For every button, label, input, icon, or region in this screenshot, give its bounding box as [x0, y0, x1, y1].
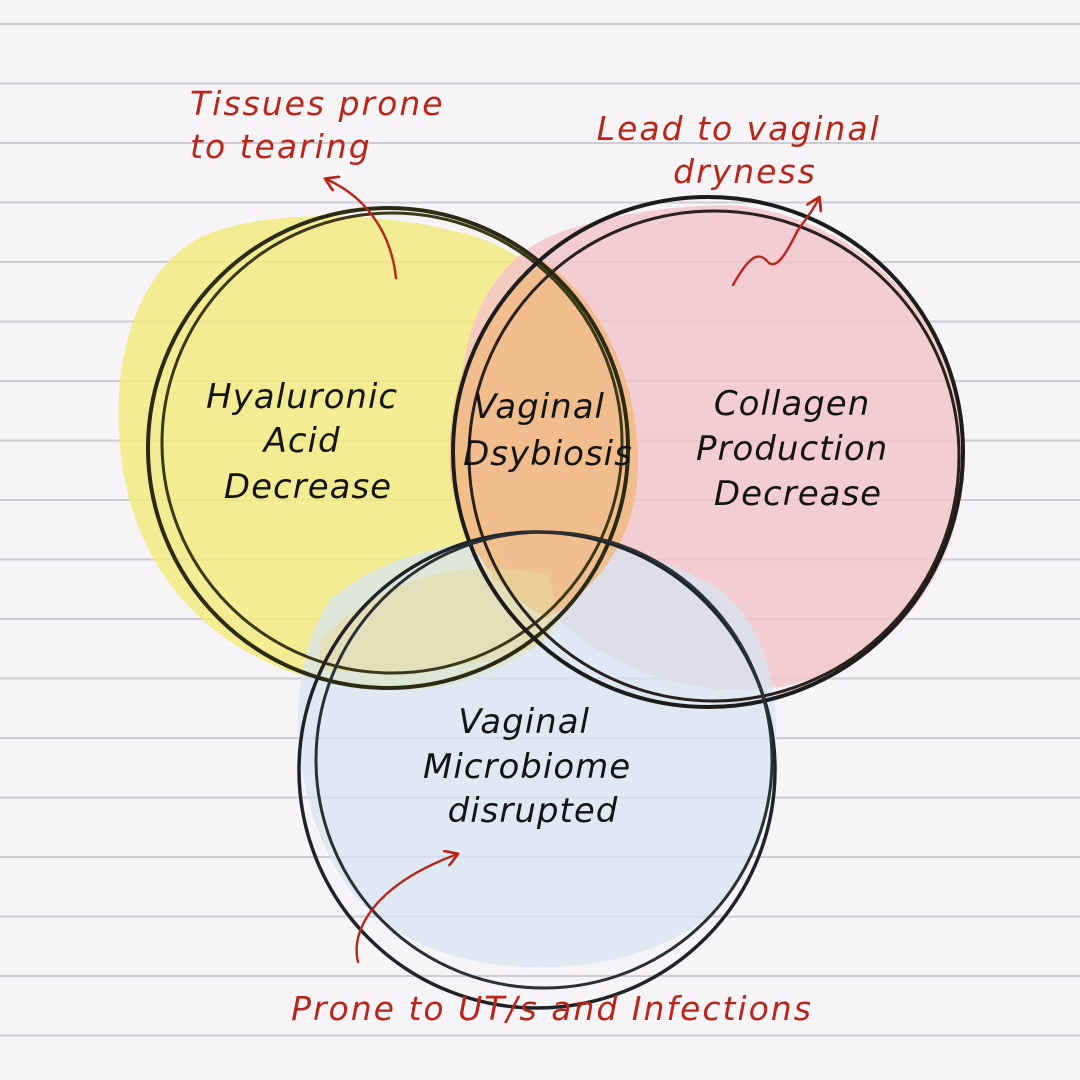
circle-fills: [118, 205, 965, 968]
annotation-top-left: Tissues prone to tearing: [190, 84, 457, 166]
left-circle-outline-2: [160, 211, 624, 675]
bottom-circle-outline-2: [314, 530, 774, 990]
annotation-top-right: Lead to vaginal dryness: [597, 109, 894, 191]
annotation-bottom: Prone to UT/s and Infections: [291, 989, 813, 1028]
annotation-arrows: [328, 180, 818, 964]
center-overlap-fill: [449, 262, 639, 618]
bottom-circle-label: Vaginal Microbiome disrupted: [423, 702, 643, 831]
right-circle-outline-2: [467, 209, 961, 703]
right-circle-outline: [451, 195, 965, 709]
arrow-to-bottom-circle: [355, 855, 455, 964]
left-circle-outline: [146, 206, 630, 690]
center-overlap-label: Vaginal Dsybiosis: [463, 387, 633, 474]
circle-outlines: [146, 195, 965, 1010]
arrow-to-top-left-annotation: [328, 180, 398, 280]
right-circle-label: Collagen Production Decrease: [696, 384, 900, 514]
left-circle-label: Hyaluronic Acid Decrease: [206, 377, 410, 507]
arrow-to-top-right-annotation: [731, 200, 818, 287]
